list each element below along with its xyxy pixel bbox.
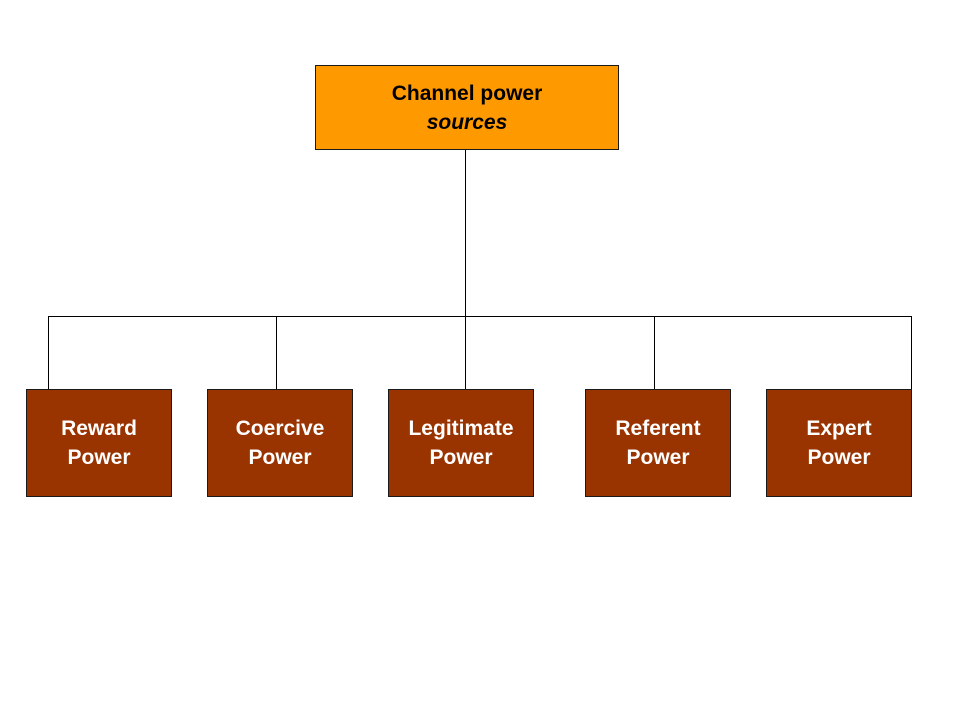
child-node-label-line2: Power	[67, 446, 131, 469]
root-node-channel-power-sources: Channel power sources	[315, 65, 619, 150]
child-node-legitimate-power: Legitimate Power	[388, 389, 534, 497]
child-node-label-line1: Expert	[806, 417, 872, 440]
child-node-expert-power: Expert Power	[766, 389, 912, 497]
root-node-title: Channel power	[391, 81, 543, 105]
root-node-subtitle: sources	[426, 110, 508, 134]
child-node-label-line2: Power	[807, 446, 871, 469]
child-node-coercive-power: Coercive Power	[207, 389, 353, 497]
child-node-label-line1: Legitimate	[408, 417, 514, 440]
child-node-reward-power: Reward Power	[26, 389, 172, 497]
child-node-label-line2: Power	[248, 446, 312, 469]
child-node-label-line1: Reward	[61, 417, 137, 440]
child-node-label-line1: Coercive	[235, 417, 325, 440]
child-node-label-line2: Power	[429, 446, 493, 469]
child-node-label-line1: Referent	[615, 417, 701, 440]
child-node-label-line2: Power	[626, 446, 690, 469]
child-node-referent-power: Referent Power	[585, 389, 731, 497]
